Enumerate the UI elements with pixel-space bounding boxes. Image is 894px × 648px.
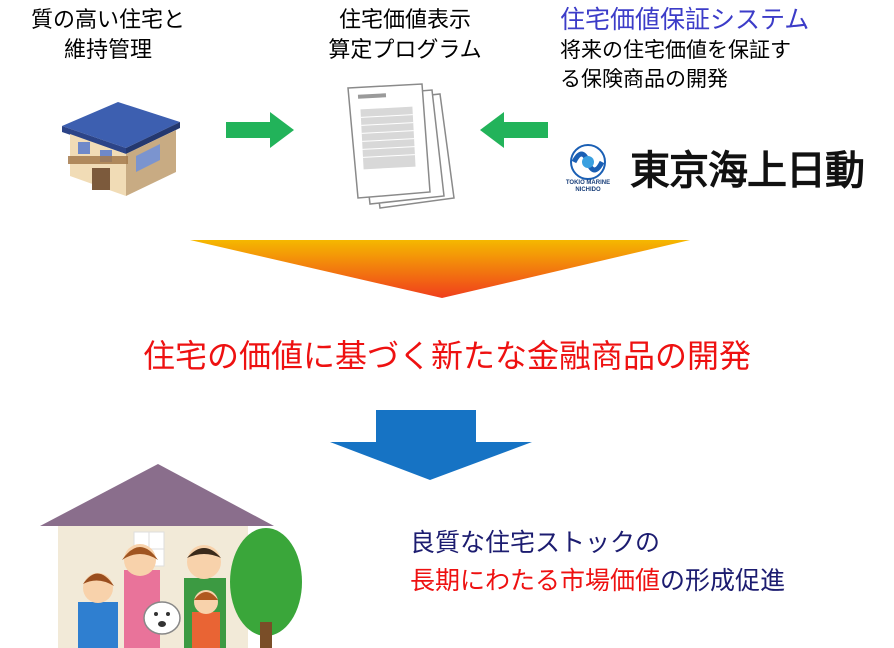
bottom-line2-rest: の形成促進 [660, 566, 786, 595]
insurer-logo-small-text: TOKIO MARINE NICHIDO [556, 180, 620, 194]
guarantee-desc-line1: 将来の住宅価値を保証す [560, 38, 791, 62]
family-house-illustration [40, 464, 302, 648]
insurer-logo-icon [570, 144, 606, 180]
arrow-left-green-icon [480, 112, 548, 148]
house-label-line1: 質の高い住宅と [30, 8, 185, 33]
guarantee-desc-line2: る保険商品の開発 [560, 67, 728, 91]
documents-icon [347, 83, 455, 209]
insurer-logo-small-line1: TOKIO MARINE [565, 180, 611, 186]
program-label-line2: 算定プログラム [328, 38, 482, 63]
insurer-name: 東京海上日動 [630, 148, 865, 194]
house-icon [62, 102, 180, 196]
bottom-line2: 長期にわたる市場価値の形成促進 [410, 564, 785, 598]
insurer-logo-small-line2: NICHIDO [575, 187, 601, 193]
program-label: 住宅価値表示 算定プログラム [300, 6, 510, 66]
arrow-down-blue-icon [330, 410, 532, 480]
house-label: 質の高い住宅と 維持管理 [8, 6, 208, 66]
arrow-right-green-icon [226, 112, 294, 148]
funnel-arrow-icon [190, 240, 690, 298]
bottom-line1: 良質な住宅ストックの [410, 528, 661, 557]
guarantee-title: 住宅価値保証システム [560, 5, 810, 34]
bottom-line2-highlight: 長期にわたる市場価値 [410, 566, 661, 595]
guarantee-block: 住宅価値保証システム 将来の住宅価値を保証す る保険商品の開発 [560, 4, 890, 94]
headline: 住宅の価値に基づく新たな金融商品の開発 [142, 337, 751, 375]
house-label-line2: 維持管理 [63, 38, 152, 63]
program-label-line1: 住宅価値表示 [338, 8, 471, 33]
